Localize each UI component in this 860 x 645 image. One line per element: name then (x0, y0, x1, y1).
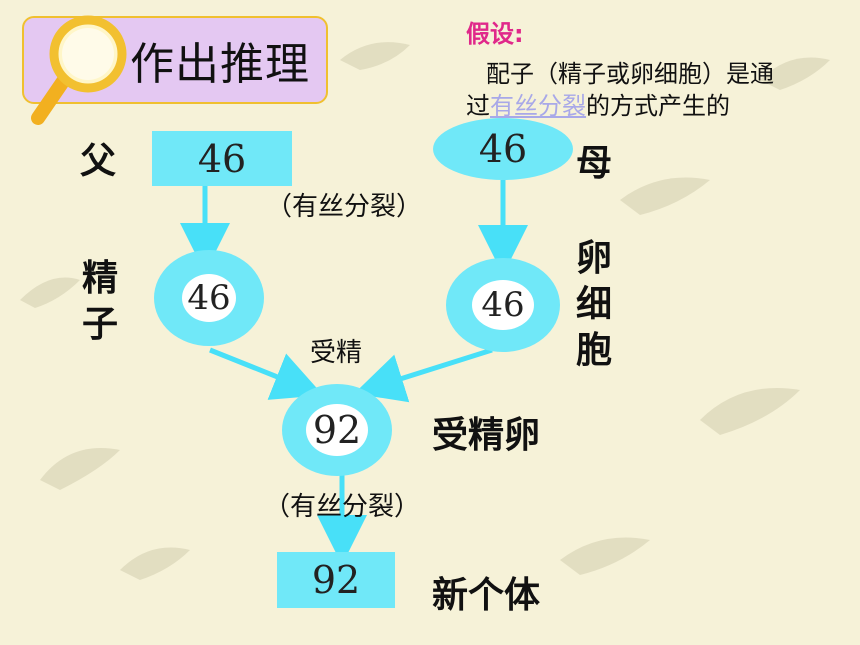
arrow-egg-to-zygote (354, 347, 493, 403)
arrow-sperm-to-zygote (209, 347, 324, 400)
sperm-label: 精 子 (80, 256, 120, 348)
page-title: 作出推理 (130, 39, 310, 90)
egg-label-char: 胞 (575, 330, 612, 371)
individual-node: 92 (277, 552, 395, 608)
hypothesis-text-line1: 配子（精子或卵细胞）是通 (486, 60, 774, 88)
egg-chromosome-count: 46 (472, 280, 534, 330)
crane-silhouette (340, 42, 410, 70)
hypothesis-text-line2: 过有丝分裂的方式产生的 (466, 86, 730, 121)
zygote-label: 受精卵 (432, 415, 541, 456)
egg-cell: 46 (446, 258, 560, 352)
mitosis-link[interactable]: 有丝分裂 (490, 92, 586, 120)
egg-label-char: 细 (575, 284, 612, 325)
crane-silhouette (700, 388, 800, 435)
egg-label: 卵 细 胞 (574, 236, 614, 374)
hypothesis-prefix: 过 (466, 92, 490, 120)
sperm-chromosome-count: 46 (182, 274, 236, 322)
sperm-label-char: 子 (81, 304, 118, 345)
father-label: 父 (80, 141, 117, 182)
crane-silhouette (20, 277, 80, 308)
mitosis-note-top: （有丝分裂） (266, 192, 423, 222)
crane-silhouette (40, 448, 120, 490)
zygote-chromosome-count: 92 (306, 404, 368, 456)
mother-label: 母 (576, 143, 613, 184)
crane-silhouette (620, 177, 710, 215)
crane-silhouette (120, 547, 190, 580)
magnifying-glass-icon (31, 15, 127, 125)
hypothesis-label: 假设: (466, 20, 524, 48)
egg-label-char: 卵 (575, 238, 612, 279)
mother-node: 46 (433, 118, 573, 180)
hypothesis-suffix: 的方式产生的 (586, 92, 730, 120)
sperm-cell: 46 (154, 250, 264, 346)
mitosis-note-bottom: （有丝分裂） (264, 492, 421, 522)
individual-label: 新个体 (432, 575, 541, 616)
zygote-cell: 92 (282, 384, 392, 476)
fertilization-note: 受精 (310, 338, 363, 368)
crane-silhouette (760, 57, 830, 90)
crane-silhouette (560, 537, 650, 575)
sperm-label-char: 精 (81, 258, 118, 299)
father-node: 46 (152, 131, 292, 186)
